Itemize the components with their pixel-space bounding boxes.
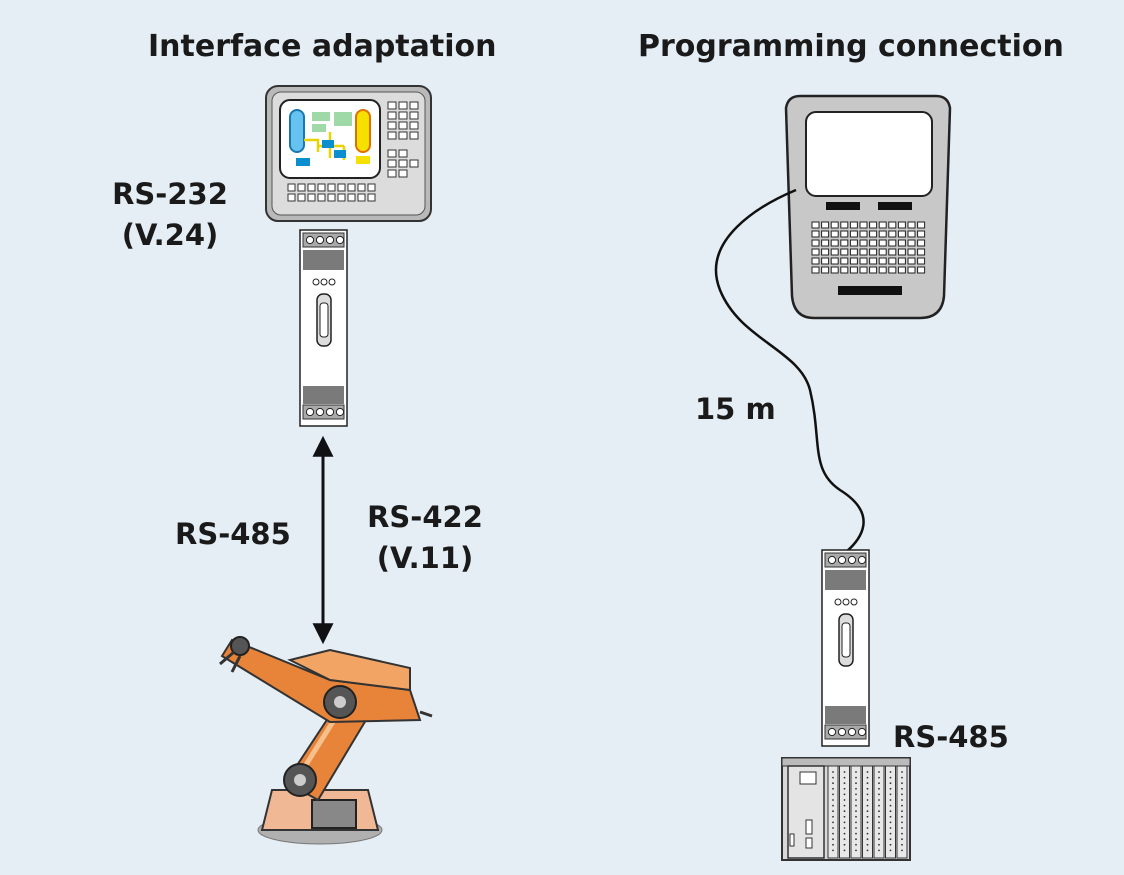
interface-converter-module-icon bbox=[821, 549, 870, 747]
rs485-right-label: RS-485 bbox=[893, 720, 1009, 754]
interface-converter-module-icon bbox=[299, 229, 348, 427]
industrial-robot-icon bbox=[219, 636, 433, 845]
programming-connection-title: Programming connection bbox=[638, 29, 1064, 64]
rs485-left-label: RS-485 bbox=[175, 517, 291, 551]
rs232-label-line2: (V.24) bbox=[121, 218, 219, 252]
interface-adaptation-title: Interface adaptation bbox=[148, 29, 497, 64]
rs422-label-line2: (V.11) bbox=[376, 541, 474, 575]
plc-rack-icon bbox=[781, 757, 911, 861]
cable-icon bbox=[714, 188, 865, 553]
rs232-label: RS-232 (V.24) bbox=[100, 180, 240, 250]
rs232-label-line1: RS-232 bbox=[112, 177, 228, 211]
operator-panel-icon bbox=[265, 85, 432, 222]
rs422-label-line1: RS-422 bbox=[367, 500, 483, 534]
cable-length-label: 15 m bbox=[695, 392, 776, 426]
rs422-label: RS-422 (V.11) bbox=[355, 503, 495, 573]
laptop-computer-icon bbox=[784, 94, 952, 320]
